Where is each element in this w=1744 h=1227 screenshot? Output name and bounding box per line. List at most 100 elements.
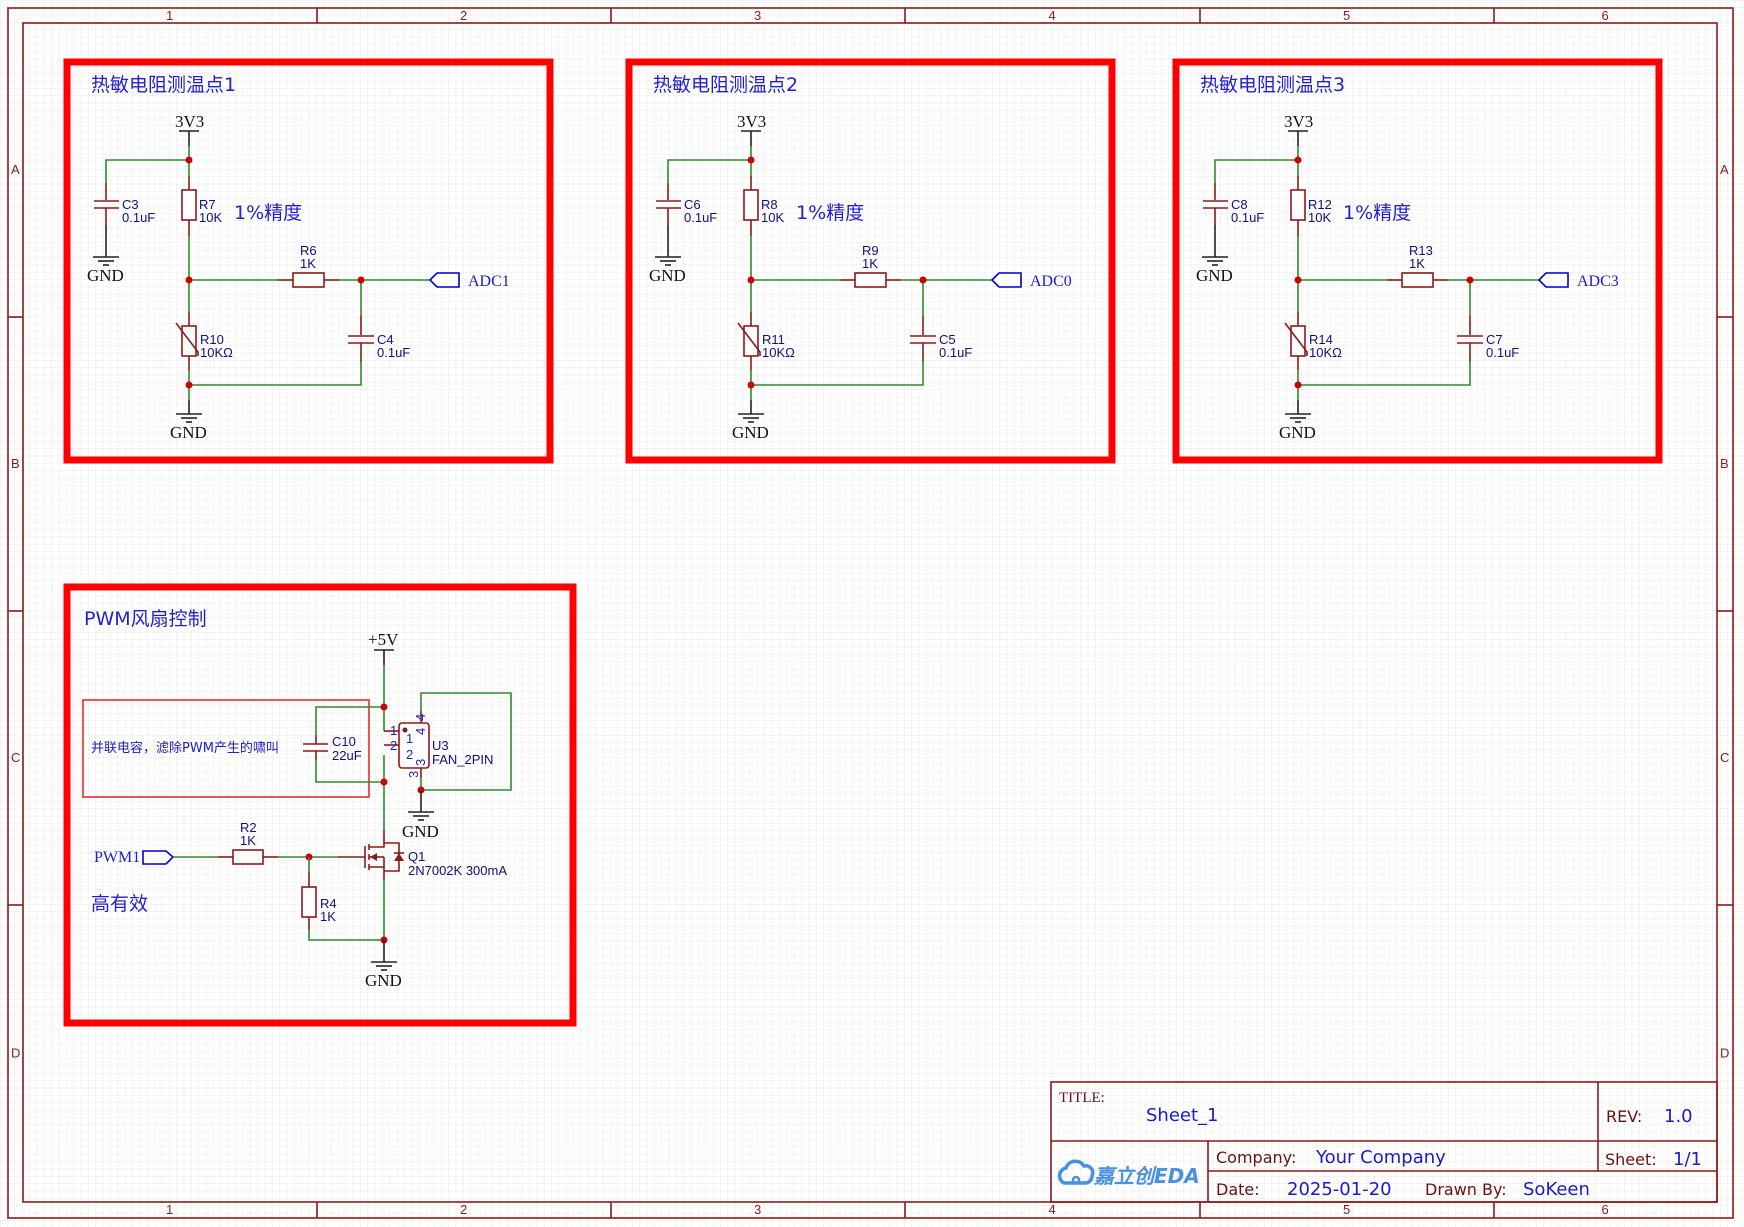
drain bbox=[369, 830, 385, 848]
q1-ref: Q1 bbox=[408, 849, 425, 864]
zone-label: 3 bbox=[754, 1202, 761, 1217]
res-body bbox=[292, 272, 325, 288]
wire bbox=[308, 930, 384, 941]
capacitor-decoupling[interactable]: C80.1uF bbox=[1203, 183, 1264, 225]
c10-value: 22uF bbox=[332, 748, 362, 763]
ground-symbol: GND bbox=[402, 790, 439, 841]
supply-3v3[interactable]: 3V3 bbox=[737, 112, 766, 146]
junction bbox=[747, 276, 755, 284]
wire bbox=[315, 706, 384, 735]
zone-label: 4 bbox=[1049, 8, 1056, 23]
c10-ref: C10 bbox=[332, 734, 356, 749]
port-adc[interactable]: ADC0 bbox=[990, 272, 1072, 290]
cap-ref: C4 bbox=[377, 332, 394, 347]
junction bbox=[380, 778, 388, 786]
capacitor-filter[interactable]: C40.1uF bbox=[348, 316, 410, 362]
active-high-note: 高有效 bbox=[91, 893, 148, 915]
port-label: ADC1 bbox=[468, 273, 510, 290]
res-ref: R8 bbox=[761, 197, 778, 212]
pin-num: 3 bbox=[413, 759, 428, 766]
gnd-label: GND bbox=[402, 822, 439, 841]
pin-num: 3 bbox=[406, 771, 421, 778]
port-adc[interactable]: ADC1 bbox=[428, 272, 510, 290]
wire bbox=[667, 159, 751, 183]
res-body bbox=[181, 189, 197, 221]
zone-label: B bbox=[1720, 456, 1729, 471]
logo-text: 嘉立创EDA bbox=[1093, 1164, 1200, 1188]
port-adc[interactable]: ADC3 bbox=[1537, 272, 1619, 290]
title-block: TITLE: Sheet_1 REV: 1.0 Company: Your Co… bbox=[1050, 1081, 1718, 1203]
port-flag bbox=[1537, 272, 1569, 288]
precision-note: 1%精度 bbox=[796, 202, 864, 224]
res-value: 10K bbox=[761, 210, 784, 225]
r2-value: 1K bbox=[240, 833, 256, 848]
gnd-label: GND bbox=[365, 971, 402, 990]
junction bbox=[357, 276, 365, 284]
zone-label: 5 bbox=[1343, 1202, 1350, 1217]
mosfet-q1[interactable]: Q1 2N7002K 300mA bbox=[338, 830, 507, 880]
junction bbox=[1294, 276, 1302, 284]
zone-label: D bbox=[1720, 1046, 1729, 1061]
zone-label: 1 bbox=[166, 1202, 173, 1217]
res-body bbox=[1290, 189, 1306, 221]
resistor-r2[interactable]: R2 1K bbox=[218, 820, 278, 865]
ground-symbol: GND bbox=[170, 400, 207, 442]
res-body bbox=[1401, 272, 1434, 288]
supply-3v3[interactable]: 3V3 bbox=[1284, 112, 1313, 146]
cap-value: 0.1uF bbox=[1486, 345, 1519, 360]
r4-ref: R4 bbox=[320, 896, 337, 911]
supply-3v3[interactable]: 3V3 bbox=[175, 112, 204, 146]
pwm-group-box bbox=[63, 583, 577, 1027]
port-flag bbox=[990, 272, 1022, 288]
outer-frame bbox=[7, 7, 1734, 1219]
zone-label: A bbox=[1720, 162, 1729, 177]
junction bbox=[185, 276, 193, 284]
zone-label: 5 bbox=[1343, 8, 1350, 23]
eda-logo: 嘉立创EDA bbox=[1057, 1159, 1200, 1188]
capacitor-filter[interactable]: C50.1uF bbox=[910, 316, 972, 362]
capacitor-c10[interactable]: C10 22uF bbox=[303, 734, 362, 763]
sheet-label: Sheet: bbox=[1605, 1150, 1657, 1169]
junction bbox=[747, 381, 755, 389]
ntc-slash bbox=[737, 322, 761, 356]
wire bbox=[751, 362, 924, 386]
res-value: 1K bbox=[300, 256, 316, 271]
body-diode bbox=[394, 853, 404, 861]
wire bbox=[1214, 159, 1298, 183]
u3-body bbox=[398, 722, 430, 769]
zone-label: A bbox=[11, 162, 20, 177]
group-title: 热敏电阻测温点2 bbox=[653, 74, 798, 96]
gnd-label: GND bbox=[732, 423, 769, 442]
gnd-label: GND bbox=[1279, 423, 1316, 442]
capacitor-filter[interactable]: C70.1uF bbox=[1457, 316, 1519, 362]
supply-5v[interactable]: +5V bbox=[368, 630, 399, 665]
date-value: 2025-01-20 bbox=[1287, 1179, 1392, 1200]
inner-frame bbox=[22, 22, 1718, 1203]
u3-ref: U3 bbox=[432, 738, 449, 753]
junction bbox=[747, 156, 755, 164]
cap-value: 0.1uF bbox=[939, 345, 972, 360]
capacitor-decoupling[interactable]: C30.1uF bbox=[94, 183, 155, 225]
fan-connector-u3[interactable]: 1 2 1 2 4 4 3 3 U3 FAN_2PIN bbox=[384, 711, 493, 778]
res-value: 10KΩ bbox=[1309, 345, 1342, 360]
group-title: 热敏电阻测温点1 bbox=[91, 74, 236, 96]
capacitor-decoupling[interactable]: C60.1uF bbox=[656, 183, 717, 225]
res-body bbox=[232, 849, 264, 865]
zone-label: 3 bbox=[754, 8, 761, 23]
zone-label: 2 bbox=[460, 1202, 467, 1217]
resistor-r4[interactable]: R4 1K bbox=[301, 872, 337, 930]
port-pwm1[interactable]: PWM1 bbox=[94, 849, 175, 866]
ntc-slash bbox=[1284, 322, 1308, 356]
